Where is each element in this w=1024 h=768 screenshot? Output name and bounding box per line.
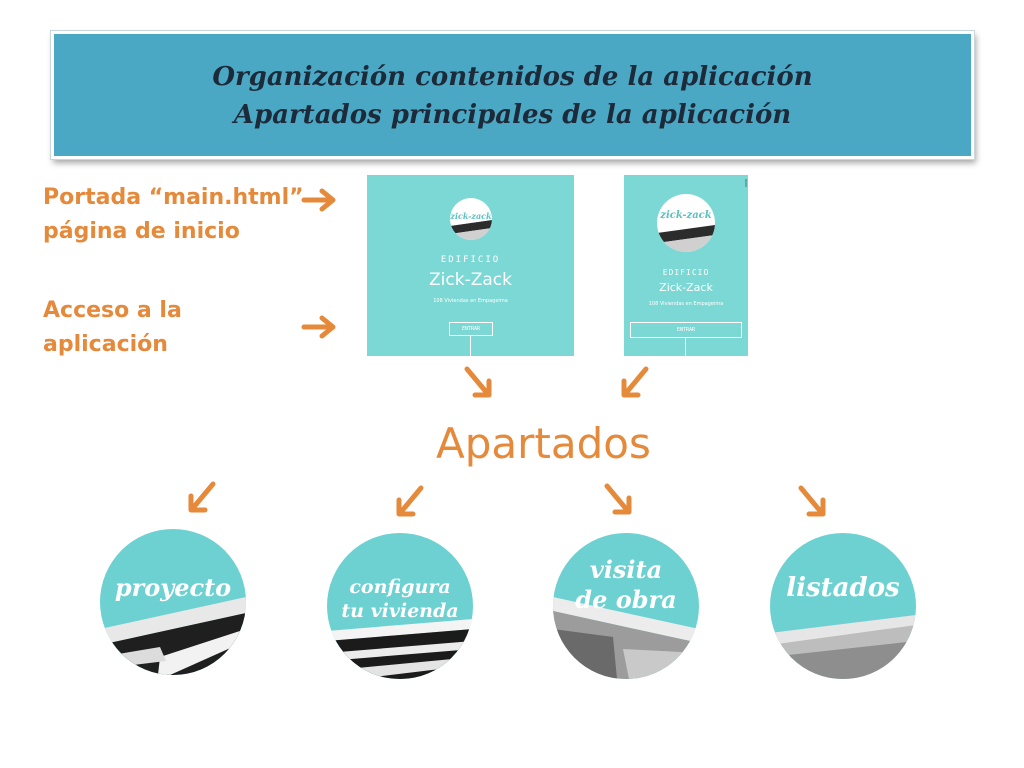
building-photo	[327, 619, 473, 679]
building-photo	[100, 597, 246, 675]
section-label-line2: tu vivienda	[341, 600, 459, 622]
zick-zack-logo: zick-zack	[657, 194, 715, 252]
enter-button[interactable]: ENTRAR	[449, 322, 493, 336]
logo-text: zick-zack	[660, 210, 712, 221]
home-screen-preview-mobile: zick-zack EDIFICIO Zick-Zack 108 Viviend…	[624, 175, 748, 356]
arrow-right-icon	[301, 188, 336, 212]
portada-label-line2: página de inicio	[43, 219, 240, 244]
divider-line	[685, 337, 686, 356]
section-visita[interactable]: visita de obra	[553, 533, 699, 679]
arrow-down-right-icon	[604, 483, 632, 515]
section-label-line1: configura	[349, 576, 451, 598]
arrow-down-right-icon	[798, 485, 826, 517]
building-name: Zick-Zack	[429, 270, 512, 290]
section-listados[interactable]: listados	[770, 533, 916, 679]
acceso-label-line2: aplicación	[43, 332, 168, 357]
arrow-right-icon	[301, 315, 336, 339]
enter-button[interactable]: ENTRAR	[630, 322, 742, 338]
acceso-label-line1: Acceso a la	[43, 298, 182, 323]
logo-text: zick-zack	[450, 211, 492, 221]
section-configura[interactable]: configura tu vivienda	[327, 533, 473, 679]
arrow-down-left-icon	[396, 485, 424, 517]
building-photo	[450, 220, 492, 240]
scrollbar[interactable]	[745, 179, 747, 187]
building-subtitle: 108 Viviendas en Empageima	[648, 301, 724, 307]
section-label: proyecto	[114, 573, 232, 602]
section-label-line1: visita	[589, 555, 663, 584]
edificio-label: EDIFICIO	[440, 255, 501, 265]
section-label-line2: de obra	[575, 585, 677, 614]
section-proyecto[interactable]: proyecto	[100, 529, 246, 675]
section-label: listados	[786, 573, 900, 603]
apartados-heading: Apartados	[436, 419, 651, 468]
arrow-down-left-icon	[188, 481, 216, 513]
divider-line	[470, 335, 471, 356]
home-screen-preview-wide: zick-zack EDIFICIO Zick-Zack 108 Viviend…	[367, 175, 574, 356]
zick-zack-logo: zick-zack	[450, 198, 492, 240]
portada-label: Portada “main.html” página de inicio	[43, 181, 304, 249]
arrow-down-left-icon	[621, 366, 649, 398]
title-line-1: Organización contenidos de la aplicación	[212, 62, 813, 92]
acceso-label: Acceso a la aplicación	[43, 294, 182, 362]
title-line-2: Apartados principales de la aplicación	[233, 100, 792, 130]
portada-label-line1: Portada “main.html”	[43, 185, 304, 210]
edificio-label: EDIFICIO	[662, 268, 710, 277]
building-photo	[770, 615, 916, 679]
building-name: Zick-Zack	[659, 281, 713, 294]
building-subtitle: 108 Viviendas en Empageima	[433, 298, 508, 304]
building-photo	[553, 597, 699, 679]
section-label: visita de obra	[553, 555, 699, 615]
arrow-down-right-icon	[464, 366, 492, 398]
building-photo	[657, 225, 715, 252]
title-banner: Organización contenidos de la aplicación…	[51, 31, 974, 159]
section-label: configura tu vivienda	[327, 575, 473, 623]
